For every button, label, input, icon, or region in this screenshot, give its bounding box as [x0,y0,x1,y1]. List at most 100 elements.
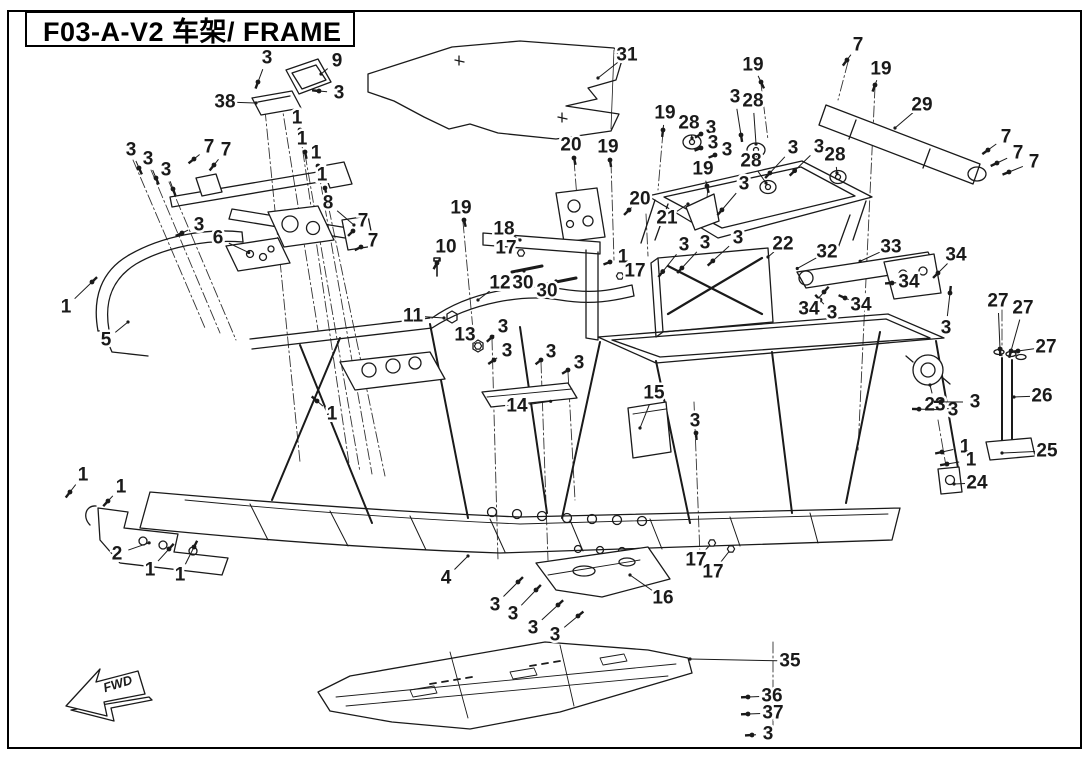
leader-line [797,257,817,269]
leader-line [454,555,469,570]
callout-label: 7 [1013,143,1024,164]
leader-line [528,400,551,405]
callout-label: 8 [323,193,334,214]
leader-line [503,581,519,597]
leader-line [689,658,779,662]
callout-label: 30 [512,273,533,294]
leader-line [1010,319,1021,352]
leader-dot [596,76,600,80]
leader-dot [690,136,694,140]
leader-line [520,589,537,606]
bolt-head-icon [461,217,467,223]
callout-label: 3 [763,724,774,745]
bolt-head-icon [191,544,197,550]
callout-label: 3 [970,392,981,413]
bolt-head-icon [994,160,1000,166]
bolt-head-icon [89,279,95,285]
leader-dot [442,316,446,320]
callout-label: 31 [616,45,638,66]
callout-label: 23 [924,395,945,416]
front-bumper-assembly [95,230,291,357]
leader-line [114,321,129,333]
leader-line [757,170,767,184]
bolt-head-icon [997,346,1003,352]
leader-line [1001,451,1036,454]
callout-label: 3 [490,595,501,616]
frame-artwork: FWD [65,40,1036,733]
bolt-head-icon [153,175,159,181]
bolt-head-icon [935,270,941,276]
leader-line [629,574,654,592]
leader-dot [754,142,758,146]
page-title: F03-A-V2 车架/ FRAME [43,16,342,47]
callout-label: 7 [1029,152,1040,173]
callout-label: 19 [692,159,713,180]
leader-dot [795,266,799,271]
leader-line [769,156,786,174]
bolt-head-icon [322,185,328,191]
leader-line [541,604,559,621]
callout-label: 1 [78,465,89,486]
bolt-head-icon [538,357,544,363]
leader-line [563,615,579,628]
callout-label: 2 [112,544,123,565]
bolt-head-icon [693,430,699,436]
leader-line [1013,395,1031,398]
callout-label: 28 [742,91,763,112]
bolt-head-icon [491,357,497,363]
bolt-head-icon [939,449,945,455]
leader-line [721,192,737,211]
callout-label: 3 [679,235,690,256]
callout-label: 7 [204,137,215,158]
bolt-head-icon [710,258,716,264]
callout-label: 7 [1001,127,1012,148]
callout-label: 20 [629,189,650,210]
leader-dot [466,554,470,558]
leader-dot [476,298,480,302]
skid-plate-35 [317,641,693,730]
callout-label: 3 [708,133,719,154]
bolt-head-icon [1015,348,1021,354]
callout-label: 1 [116,477,127,498]
callout-label: 19 [870,59,891,80]
callout-label: 1 [145,560,156,581]
callout-label: 14 [506,396,528,417]
bolt-head-icon [916,406,922,412]
bolt-head-icon [211,162,217,168]
leader-dot [688,657,692,661]
bolt-head-icon [575,613,581,619]
callout-label: 7 [221,140,232,161]
callout-label: 6 [213,228,224,249]
bolt-head-icon [745,711,751,717]
leader-dot [549,399,553,403]
leader-dot [764,181,768,185]
callout-label: 3 [126,140,137,161]
callout-label: 11 [403,306,424,327]
leader-dot [1000,451,1004,455]
callout-label: 3 [706,118,717,139]
bolt-head-icon [738,132,744,138]
callout-label: 19 [597,137,618,158]
callout-label: 3 [814,137,825,158]
bolt-head-icon [660,269,666,274]
leader-dot [554,279,558,283]
leader-line [184,546,195,565]
bolt-head-icon [712,152,718,158]
callout-label: 34 [898,272,920,293]
main-frame [85,257,1036,576]
leader-dot [522,269,526,273]
bolt-head-icon [350,228,356,234]
callout-label: 17 [702,562,723,583]
leader-line [918,408,942,411]
callout-label: 38 [214,92,235,113]
leader-line [228,242,249,254]
part-9-plate [285,58,332,95]
leader-line [424,316,445,319]
leader-dot [928,383,932,387]
bolt-head-icon [660,127,666,133]
leader-line [477,289,491,301]
heel-plate-16 [535,546,671,598]
callout-label: 21 [656,208,678,229]
